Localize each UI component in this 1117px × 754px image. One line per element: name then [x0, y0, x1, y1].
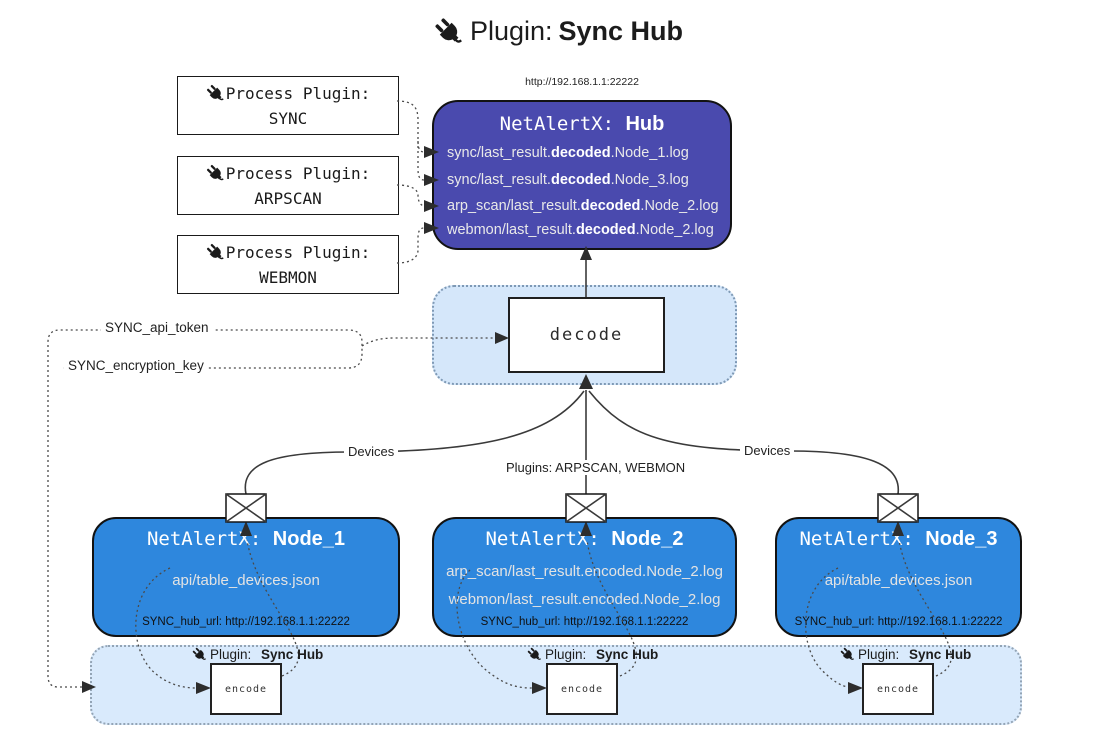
- edge-label-devices-right: Devices: [740, 443, 795, 458]
- process-plugin-sync-box: Process Plugin: SYNC: [177, 76, 399, 135]
- plug-icon: [206, 84, 225, 103]
- page-title: Plugin: Sync Hub: [0, 16, 1117, 47]
- hub-entry: sync/last_result.decoded.Node_3.log: [447, 172, 689, 188]
- plug-icon: [206, 164, 225, 183]
- hub-entries: sync/last_result.decoded.Node_1.log sync…: [447, 141, 730, 241]
- band-plugin-label: Plugin: Sync Hub: [192, 647, 323, 662]
- band-plugin-label: Plugin: Sync Hub: [527, 647, 658, 662]
- page-title-bold: Sync Hub: [558, 16, 684, 46]
- plug-icon: [434, 17, 464, 47]
- node-hub-url: SYNC_hub_url: http://192.168.1.1:22222: [794, 616, 1003, 628]
- hub-title: NetAlertX: Hub: [434, 113, 730, 136]
- node-hub-url: SYNC_hub_url: http://192.168.1.1:22222: [480, 616, 689, 628]
- hub-title-prefix: NetAlertX:: [499, 113, 626, 135]
- plug-icon: [527, 647, 542, 662]
- node-3-box: NetAlertX: Node_3 api/table_devices.json…: [775, 517, 1022, 637]
- hub-entry: arp_scan/last_result.decoded.Node_2.log: [447, 198, 719, 214]
- node-title: NetAlertX: Node_2: [485, 528, 684, 550]
- nodes-to-decode-arrows: [244, 374, 900, 495]
- hub-entry: sync/last_result.decoded.Node_1.log: [447, 145, 689, 161]
- node-line: webmon/last_result.encoded.Node_2.log: [448, 591, 721, 608]
- process-plugin-webmon-box: Process Plugin: WEBMON: [177, 235, 399, 294]
- node-line: api/table_devices.json: [172, 572, 320, 589]
- hub-title-bold: Hub: [625, 113, 665, 135]
- node-hub-url: SYNC_hub_url: http://192.168.1.1:22222: [142, 616, 350, 628]
- sync-api-token-label: SYNC_api_token: [101, 320, 213, 335]
- hub-box: NetAlertX: Hub sync/last_result.decoded.…: [432, 100, 732, 250]
- node-line: api/table_devices.json: [824, 572, 973, 589]
- edge-label-devices-left: Devices: [344, 444, 399, 459]
- edge-label-plugins-mid: Plugins: ARPSCAN, WEBMON: [502, 460, 690, 475]
- plug-icon: [192, 647, 207, 662]
- band-plugin-label: Plugin: Sync Hub: [840, 647, 971, 662]
- encode-box-3: encode: [862, 663, 934, 715]
- node-1-box: NetAlertX: Node_1 api/table_devices.json…: [92, 517, 400, 637]
- sync-encryption-key-label: SYNC_encryption_key: [64, 358, 208, 373]
- node-2-box: NetAlertX: Node_2 arp_scan/last_result.e…: [432, 517, 737, 637]
- config-bus-links: [47, 329, 509, 693]
- process-plugin-label: Process Plugin:: [225, 163, 371, 183]
- node-title: NetAlertX: Node_1: [146, 528, 346, 550]
- process-plugin-label: Process Plugin:: [225, 83, 371, 103]
- process-plugin-arpscan-box: Process Plugin: ARPSCAN: [177, 156, 399, 215]
- plug-icon: [206, 243, 225, 262]
- hub-url-label: http://192.168.1.1:22222: [525, 76, 639, 88]
- hub-entry: webmon/last_result.decoded.Node_2.log: [447, 222, 714, 238]
- decode-box: decode: [508, 297, 665, 373]
- process-plugin-name: ARPSCAN: [254, 188, 322, 208]
- process-plugin-name: WEBMON: [259, 267, 317, 287]
- encode-box-1: encode: [210, 663, 282, 715]
- process-plugin-label: Process Plugin:: [225, 242, 371, 262]
- node-line: arp_scan/last_result.encoded.Node_2.log: [446, 563, 723, 580]
- node-title: NetAlertX: Node_3: [799, 528, 998, 550]
- plug-icon: [840, 647, 855, 662]
- process-plugin-name: SYNC: [268, 108, 308, 128]
- page-title-prefix: Plugin:: [469, 16, 553, 46]
- encode-box-2: encode: [546, 663, 618, 715]
